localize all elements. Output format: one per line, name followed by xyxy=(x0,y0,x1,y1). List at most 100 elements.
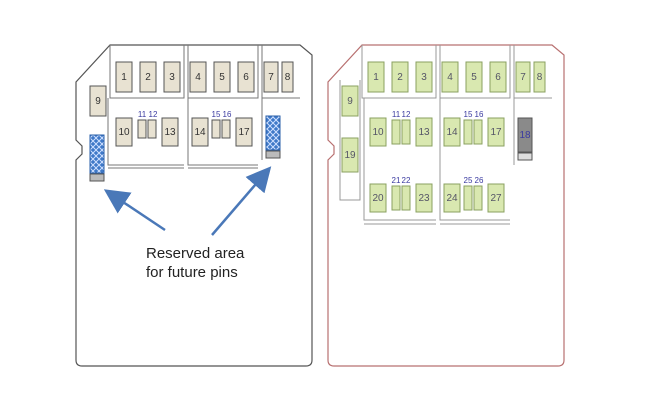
right-pin-26 xyxy=(473,185,483,211)
right-pin-label: 20 xyxy=(372,193,384,204)
right-pin-16 xyxy=(473,119,483,145)
right-pin-3 xyxy=(415,61,433,93)
right-pin-label: 19 xyxy=(344,150,356,161)
right-sd-card: 1 2 3 4 5 6 7 8 9 19 10 11 12 13 14 15 1… xyxy=(327,44,565,367)
callout-text-line2: for future pins xyxy=(146,264,238,281)
right-pin-label: 12 xyxy=(402,110,411,119)
left-pin-label: 1 xyxy=(121,72,127,83)
right-pin-11 xyxy=(391,119,401,145)
right-pin-label: 10 xyxy=(372,127,384,138)
left-pin-13 xyxy=(161,117,179,147)
left-pin-16 xyxy=(221,119,231,139)
callout-arrow-right xyxy=(211,166,272,236)
right-pin-2 xyxy=(391,61,409,93)
right-pin-label: 1 xyxy=(373,72,379,83)
right-pin-23 xyxy=(415,183,433,213)
left-pin-label: 5 xyxy=(219,72,225,83)
left-pin-1 xyxy=(115,61,133,93)
left-pin-label: 14 xyxy=(194,127,206,138)
right-pin-10 xyxy=(369,117,387,147)
left-pin-label: 2 xyxy=(145,72,151,83)
right-pin-20 xyxy=(369,183,387,213)
right-pin-label: 2 xyxy=(397,72,403,83)
right-pin-27 xyxy=(487,183,505,213)
left-pin-label: 3 xyxy=(169,72,175,83)
left-sd-card: 1 2 3 4 5 6 7 8 9 10 11 12 13 14 15 16 1… xyxy=(75,44,313,367)
right-pin-22 xyxy=(401,185,411,211)
right-pin-8 xyxy=(533,61,546,93)
right-pin-label: 5 xyxy=(471,72,477,83)
right-pin-1 xyxy=(367,61,385,93)
right-pin-24 xyxy=(443,183,461,213)
left-pin-7 xyxy=(263,61,279,93)
right-pin-5 xyxy=(465,61,483,93)
right-pin-label: 17 xyxy=(490,127,502,138)
left-card-outline xyxy=(75,44,313,367)
left-pin-label: 9 xyxy=(95,96,101,107)
left-reserved-base-1 xyxy=(89,173,105,182)
right-pin-21 xyxy=(391,185,401,211)
right-pin-label: 4 xyxy=(447,72,453,83)
left-pin-label: 16 xyxy=(223,110,232,119)
left-pin-2 xyxy=(139,61,157,93)
left-pin-8 xyxy=(281,61,294,93)
right-pin-13 xyxy=(415,117,433,147)
right-pin-label: 15 xyxy=(464,110,473,119)
right-pin-25 xyxy=(463,185,473,211)
right-pin-label: 18 xyxy=(519,130,531,141)
right-side-slot xyxy=(339,80,361,201)
right-pin-label: 24 xyxy=(446,193,458,204)
left-pin-5 xyxy=(213,61,231,93)
right-pin-label: 27 xyxy=(490,193,502,204)
right-pin-17 xyxy=(487,117,505,147)
left-pin-4 xyxy=(189,61,207,93)
left-reserved-base-2 xyxy=(265,150,281,159)
right-pin-18-base xyxy=(517,152,533,161)
left-pin-label: 11 xyxy=(138,110,147,119)
left-pin-14 xyxy=(191,117,209,147)
left-pin-label: 15 xyxy=(212,110,221,119)
right-pin-label: 14 xyxy=(446,127,458,138)
right-pin-label: 26 xyxy=(475,176,484,185)
left-pin-10 xyxy=(115,117,133,147)
left-pin-label: 4 xyxy=(195,72,201,83)
left-reserved-area-2 xyxy=(265,115,281,151)
left-pin-label: 12 xyxy=(149,110,158,119)
right-pin-19 xyxy=(341,137,359,173)
right-pin-4 xyxy=(441,61,459,93)
left-pin-label: 10 xyxy=(118,127,130,138)
right-pin-18 xyxy=(517,117,533,153)
left-pin-15 xyxy=(211,119,221,139)
right-pin-7 xyxy=(515,61,531,93)
left-pin-6 xyxy=(237,61,255,93)
callout-arrow-left xyxy=(103,189,166,232)
right-pin-label: 23 xyxy=(418,193,430,204)
left-pin-11 xyxy=(137,119,147,139)
right-pin-label: 8 xyxy=(537,72,543,83)
left-pin-label: 7 xyxy=(268,72,274,83)
right-contact-frame-lower xyxy=(363,98,515,221)
right-pin-label: 6 xyxy=(495,72,501,83)
right-pin-label: 25 xyxy=(464,176,473,185)
right-pin-label: 16 xyxy=(475,110,484,119)
left-pin-label: 17 xyxy=(238,127,250,138)
right-pin-label: 22 xyxy=(402,176,411,185)
callout-text-line1: Reserved area xyxy=(146,245,245,262)
left-pin-label: 6 xyxy=(243,72,249,83)
left-pin-3 xyxy=(163,61,181,93)
right-pin-label: 11 xyxy=(392,110,401,119)
left-contact-frame-lower xyxy=(107,98,263,166)
right-pin-label: 21 xyxy=(392,176,401,185)
right-pin-14 xyxy=(443,117,461,147)
left-pin-12 xyxy=(147,119,157,139)
right-pin-label: 7 xyxy=(520,72,526,83)
right-pin-12 xyxy=(401,119,411,145)
right-pin-6 xyxy=(489,61,507,93)
right-pin-label: 9 xyxy=(347,96,353,107)
left-pin-9 xyxy=(89,85,107,117)
left-pin-label: 13 xyxy=(164,127,176,138)
right-pin-9 xyxy=(341,85,359,117)
right-pin-label: 13 xyxy=(418,127,430,138)
right-pin-15 xyxy=(463,119,473,145)
